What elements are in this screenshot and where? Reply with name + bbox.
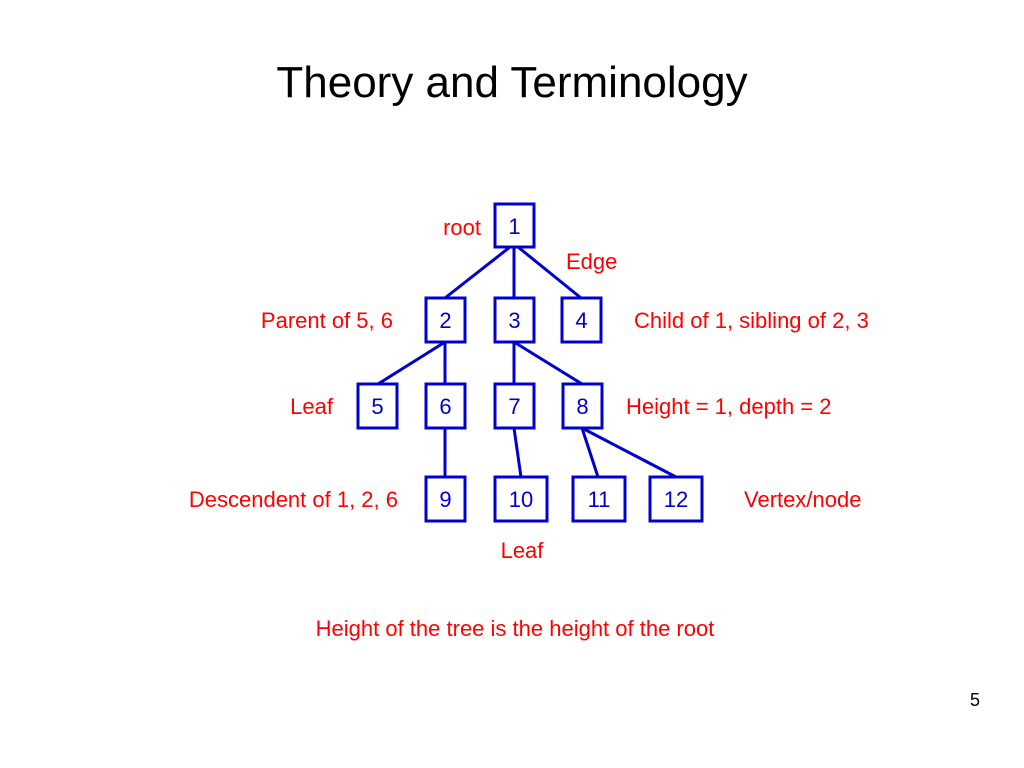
node-10-label: 10 xyxy=(509,487,533,512)
node-12-label: 12 xyxy=(664,487,688,512)
node-7-box xyxy=(493,382,536,430)
edge-7-10 xyxy=(512,427,523,478)
node-6-box xyxy=(424,382,467,430)
annotations: root Edge Parent of 5, 6 Child of 1, sib… xyxy=(189,215,869,641)
node-1: 1 xyxy=(493,202,536,249)
node-1-box xyxy=(493,202,536,249)
edge-3-8 xyxy=(513,340,583,386)
tree-nodes: 1 2 3 4 5 6 7 8 xyxy=(356,202,704,523)
node-10: 10 xyxy=(493,475,549,523)
node-11-box xyxy=(571,475,627,523)
annotation-descendent: Descendent of 1, 2, 6 xyxy=(189,487,398,512)
node-12-box xyxy=(648,475,704,523)
annotation-edge: Edge xyxy=(566,249,617,274)
node-6: 6 xyxy=(424,382,467,430)
node-8-box xyxy=(561,382,604,430)
slide-number: 5 xyxy=(969,690,980,710)
node-4: 4 xyxy=(560,296,603,344)
node-4-box xyxy=(560,296,603,344)
edge-8-11 xyxy=(580,427,600,478)
node-7: 7 xyxy=(493,382,536,430)
slide-title: Theory and Terminology xyxy=(276,58,748,107)
node-5-box xyxy=(356,382,399,430)
node-8-label: 8 xyxy=(576,394,588,419)
annotation-root: root xyxy=(443,215,481,240)
node-3-label: 3 xyxy=(508,308,520,333)
node-12: 12 xyxy=(648,475,704,523)
node-1-label: 1 xyxy=(508,214,520,239)
node-2: 2 xyxy=(424,296,467,344)
node-7-label: 7 xyxy=(508,394,520,419)
node-5: 5 xyxy=(356,382,399,430)
node-3: 3 xyxy=(493,296,536,344)
node-2-box xyxy=(424,296,467,344)
node-5-label: 5 xyxy=(371,394,383,419)
node-6-label: 6 xyxy=(439,394,451,419)
edge-1-4 xyxy=(517,245,582,300)
node-11-label: 11 xyxy=(588,487,611,512)
node-2-label: 2 xyxy=(439,308,451,333)
node-9-box xyxy=(424,475,467,523)
edge-1-2 xyxy=(444,245,511,300)
annotation-tree-height: Height of the tree is the height of the … xyxy=(316,616,715,641)
annotation-child-sibling: Child of 1, sibling of 2, 3 xyxy=(634,308,869,333)
node-11: 11 xyxy=(571,475,627,523)
node-9-label: 9 xyxy=(439,487,451,512)
node-10-box xyxy=(493,475,549,523)
tree-edges xyxy=(377,245,677,479)
node-9: 9 xyxy=(424,475,467,523)
edge-2-5 xyxy=(377,340,446,386)
node-3-box xyxy=(493,296,536,344)
annotation-vertex-node: Vertex/node xyxy=(744,487,861,512)
annotation-parent: Parent of 5, 6 xyxy=(261,308,393,333)
edge-8-12 xyxy=(581,426,677,479)
annotation-leaf-bottom: Leaf xyxy=(501,538,545,563)
node-4-label: 4 xyxy=(575,308,587,333)
node-8: 8 xyxy=(561,382,604,430)
annotation-height-depth: Height = 1, depth = 2 xyxy=(626,394,832,419)
annotation-leaf-left: Leaf xyxy=(290,394,334,419)
